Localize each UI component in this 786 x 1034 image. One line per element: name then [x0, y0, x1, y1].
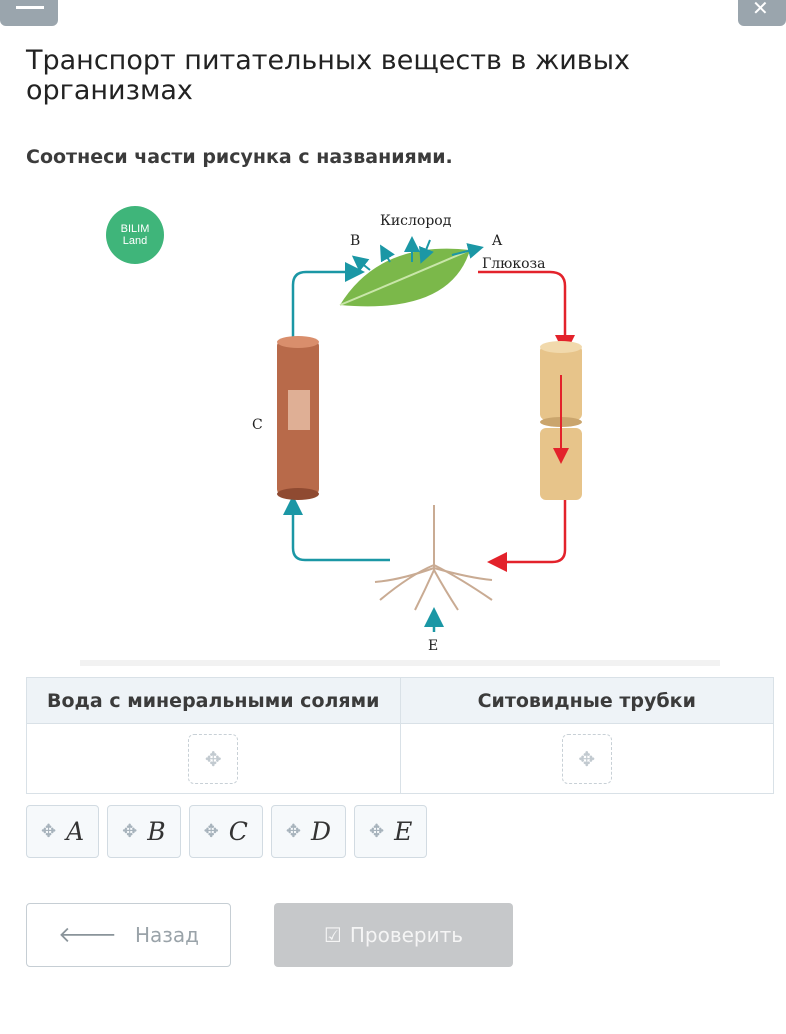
matching-table: Вода с минеральными солями ✥ Ситовидные … [26, 677, 774, 794]
move-icon: ✥ [369, 821, 385, 842]
roots [374, 505, 493, 611]
column-header: Ситовидные трубки [400, 678, 773, 724]
label-b: B [350, 233, 360, 249]
checkbox-icon: ☑ [323, 923, 342, 947]
move-icon: ✥ [203, 821, 219, 842]
move-icon: ✥ [122, 821, 138, 842]
gas-exchange-arrows [351, 236, 484, 272]
leaf [339, 248, 471, 307]
close-button[interactable]: ✕ [738, 0, 786, 26]
move-icon: ✥ [285, 821, 301, 842]
draggable-option-e[interactable]: ✥ E [354, 805, 428, 858]
move-icon: ✥ [41, 821, 57, 842]
task-instruction: Соотнеси части рисунка с названиями. [26, 146, 453, 168]
close-icon: ✕ [752, 0, 769, 20]
draggable-option-c[interactable]: ✥ C [188, 805, 263, 858]
nutrient-transport-diagram: Кислород B A Глюкоза C D E [252, 213, 582, 654]
label-c: C [252, 417, 263, 433]
water-path-arrow [283, 495, 390, 562]
label-oxygen: Кислород [380, 213, 452, 229]
back-button[interactable]: 🡐 Назад [26, 903, 231, 967]
draggable-option-a[interactable]: ✥ A [26, 805, 100, 858]
page-title: Транспорт питательных веществ в живых ор… [26, 45, 631, 107]
check-button[interactable]: ☑ Проверить [274, 903, 513, 967]
bilimland-logo: BILIM Land [106, 206, 164, 264]
menu-button[interactable] [0, 0, 58, 26]
draggable-option-b[interactable]: ✥ B [107, 805, 181, 858]
column-header: Вода с минеральными солями [27, 678, 400, 724]
label-a: A [491, 233, 503, 249]
draggable-option-d[interactable]: ✥ D [270, 805, 346, 858]
option-bank: ✥ A ✥ B ✥ C ✥ D ✥ E [26, 805, 428, 858]
move-icon: ✥ [578, 746, 596, 771]
menu-icon [16, 6, 44, 9]
column-water: Вода с минеральными солями ✥ [27, 678, 400, 793]
xylem-vessel [277, 336, 319, 500]
column-sieve-tubes: Ситовидные трубки ✥ [399, 678, 773, 793]
sieve-tube [540, 341, 582, 500]
arrow-left-icon: 🡐 [57, 923, 117, 948]
drop-zone[interactable]: ✥ [561, 733, 612, 784]
divider [80, 660, 720, 666]
drop-zone[interactable]: ✥ [188, 733, 239, 784]
move-icon: ✥ [204, 746, 222, 771]
label-glucose: Глюкоза [482, 256, 546, 272]
sugar-path-arrow [478, 270, 575, 355]
label-e: E [428, 638, 438, 654]
water-path-arrow-top [291, 262, 365, 340]
sugar-path-arrow-bottom [487, 498, 567, 572]
